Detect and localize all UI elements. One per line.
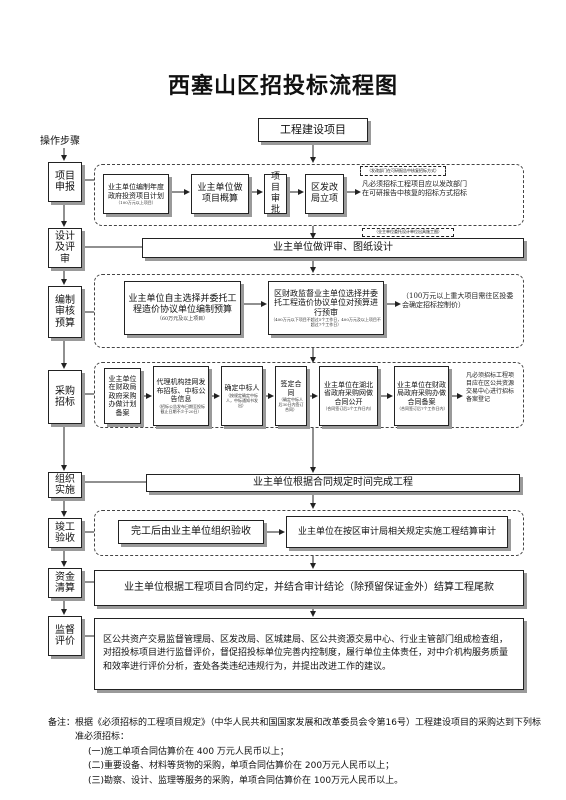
development-bureau-box: 区发改局立项 <box>305 174 344 214</box>
steps-header: 操作步骤 <box>40 136 80 147</box>
determine-winner-text: 确定中标人 <box>224 384 260 393</box>
footnote-item: (一)施工单项合同估算价在 400 万元人民币以上； <box>88 746 289 757</box>
acceptance-box: 完工后由业主单位组织验收 <box>118 520 264 544</box>
project-approval-box: 项目审批 <box>264 172 287 215</box>
finance-review-note: （400万元以下项目不超过5个工作日，400万元及以上项目不超过7个工作日） <box>271 317 381 328</box>
contract-filing-box: 业主单位在财政局政府采购办做合同备案 （合同签订后7个工作日内） <box>394 366 449 426</box>
footnote-item: (二)重要设备、材料等货物的采购，单项合同估算价在 200万元人民币以上； <box>88 761 395 772</box>
annual-plan-box: 业主单位编制年度政府投资项目计划 （100万元以上项目） <box>103 174 169 214</box>
project-estimate-box: 业主单位做项目概算 <box>191 174 249 214</box>
contract-filing-note: （合同签订后7个工作日内） <box>397 406 448 412</box>
row-procurement-container <box>94 362 524 428</box>
supervision-box: 区公共资产交易监督管理局、区发改局、区城建局、区公共资源交易中心、行业主管部门组… <box>94 618 524 690</box>
design-review-box: 业主单位做评审、图纸设计 <box>142 238 524 258</box>
step-box-project-declaration: 项目申报 <box>48 162 82 202</box>
page-title: 西塞山区招投标流程图 <box>167 73 398 99</box>
step-box-procurement-bidding: 采购招标 <box>48 370 82 424</box>
step-box-supervision-evaluation: 监督评价 <box>48 616 82 656</box>
tiny-note-box: （发改部门在可研报告中核复招标方式） <box>360 166 446 176</box>
step-box-budget-review: 编制审核预算 <box>48 286 82 338</box>
sign-contract-note: （确定中标人后30日内签订合同） <box>278 396 304 412</box>
contract-filing-text: 业主单位在财政局政府采购办做合同备案 <box>397 380 446 406</box>
footnote-intro: 根据《必须招标的工程项目规定》（中华人民共和国国家发展和改革委员会令第16号）工… <box>75 718 541 743</box>
agency-publish-box: 代理机构挂网发布招标、中标公告信息 （招标公告发布日期至投标截止日期不少于20日… <box>153 366 209 426</box>
project-start-box: 工程建设项目 <box>258 118 368 142</box>
agency-publish-note: （招标公告发布日期至投标截止日期不少于20日） <box>157 403 205 414</box>
self-select-box: 业主单位自主选择并委托工程造价协议单位编制预算 （60万元及以上项目） <box>124 281 241 335</box>
step-box-completion-acceptance: 竣工验收 <box>48 518 82 548</box>
step-box-implementation: 组织实施 <box>48 472 82 498</box>
procurement-plan-box: 业主单位在财政局政府采购办做计划备案 <box>104 368 141 424</box>
row-acceptance-container <box>94 510 524 556</box>
contract-public-text: 业主单位在湖北省政府采购网做合同公开 <box>324 380 373 406</box>
row-budget-container <box>94 274 524 348</box>
design-tiny-note: （业主单位委托设计单位出具施工图） <box>362 228 454 237</box>
footnote-item: (三)勘察、设计、监理等服务的采购，单项合同估算价在 100万元人民币以上。 <box>88 775 404 786</box>
contract-public-box: 业主单位在湖北省政府采购网做合同公开 （合同签订后2个工作日内） <box>319 366 378 426</box>
step-box-design-review: 设计及评审 <box>48 228 82 268</box>
settlement-audit-box: 业主单位在按区审计局相关规定实施工程结算审计 <box>286 516 508 548</box>
row-declaration-container <box>94 164 524 226</box>
self-select-text: 业主单位自主选择并委托工程造价协议单位编制预算 <box>128 294 237 315</box>
finance-review-text: 区财政监督业主单位选择并委托工程造价协议单位对预算进行预审 <box>274 288 378 317</box>
contract-public-note: （合同签订后2个工作日内） <box>323 406 374 412</box>
sign-contract-box: 签定合同 （确定中标人后30日内签订合同） <box>275 366 307 426</box>
annual-plan-note: （100万元以上项目） <box>116 199 156 205</box>
sign-contract-text: 签定合同 <box>280 380 302 397</box>
row1-note: 凡必须招标工程项目应以发改部门在可研报告中核复的招标方式招标 <box>362 180 467 198</box>
determine-winner-box: 确定中标人 （按规定确定中标人，中标通知书发出） <box>221 366 263 426</box>
annual-plan-text: 业主单位编制年度政府投资项目计划 <box>108 183 164 200</box>
self-select-note: （60万元及以上项目） <box>156 315 209 322</box>
finance-review-box: 区财政监督业主单位选择并委托工程造价协议单位对预算进行预审 （400万元以下项目… <box>268 281 384 335</box>
agency-publish-text: 代理机构挂网发布招标、中标公告信息 <box>156 378 206 404</box>
row3-note: （100万元以上重大项目需往区投委会确定招标控制价） <box>402 292 514 310</box>
step-box-fund-settlement: 资金清算 <box>48 568 82 598</box>
footnote: 备注： 根据《必须招标的工程项目规定》（中华人民共和国国家发展和改革委员会令第1… <box>48 716 548 788</box>
final-payment-box: 业主单位根据工程项目合同约定，并结合审计结论（除预留保证金外）结算工程尾款 <box>94 570 524 606</box>
determine-winner-note: （按规定确定中标人，中标通知书发出） <box>226 392 258 408</box>
row4-note: 凡必须招标工程项目应在区公共资源交易中心进行招标备案登记 <box>466 372 515 404</box>
implementation-box: 业主单位根据合同规定时间完成工程 <box>146 474 520 492</box>
footnote-label: 备注： <box>48 718 76 728</box>
